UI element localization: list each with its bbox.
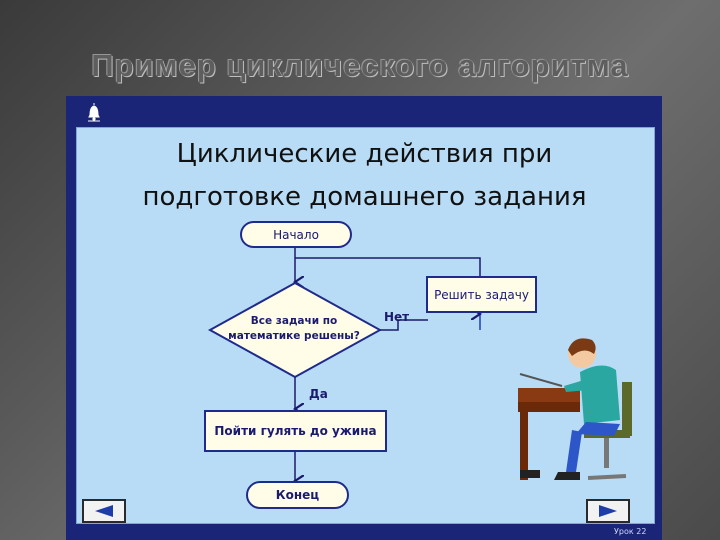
- heading-line-1: Циклические действия при: [176, 139, 553, 169]
- loop-action-label: Решить задачу: [434, 287, 529, 302]
- sound-bell-icon[interactable]: [86, 101, 102, 123]
- condition-line-1: Все задачи по: [250, 315, 338, 327]
- arrow-left-icon: [95, 505, 113, 517]
- condition-line-2: математике решены?: [228, 330, 360, 342]
- start-terminator: Начало: [240, 221, 352, 248]
- loop-return-line: [295, 257, 481, 277]
- arrow-right-icon: [599, 505, 617, 517]
- student-illustration: [518, 338, 632, 480]
- next-button[interactable]: [586, 499, 630, 523]
- after-action-box: Пойти гулять до ужина: [204, 410, 387, 452]
- loop-action-box: Решить задачу: [426, 276, 537, 313]
- end-terminator: Конец: [246, 481, 349, 509]
- condition-text: Все задачи по математике решены?: [214, 314, 374, 344]
- end-label: Конец: [275, 488, 320, 502]
- after-action-label: Пойти гулять до ужина: [214, 424, 377, 438]
- label-yes: Да: [309, 387, 328, 401]
- label-no: Нет: [384, 310, 410, 324]
- arrow-no-branch: [380, 319, 428, 331]
- prev-button[interactable]: [82, 499, 126, 523]
- page-label: Урок 22: [614, 527, 647, 536]
- start-label: Начало: [273, 227, 319, 242]
- slide-title: Пример циклического алгоритма: [91, 48, 629, 83]
- heading-line-2: подготовке домашнего задания: [142, 182, 587, 212]
